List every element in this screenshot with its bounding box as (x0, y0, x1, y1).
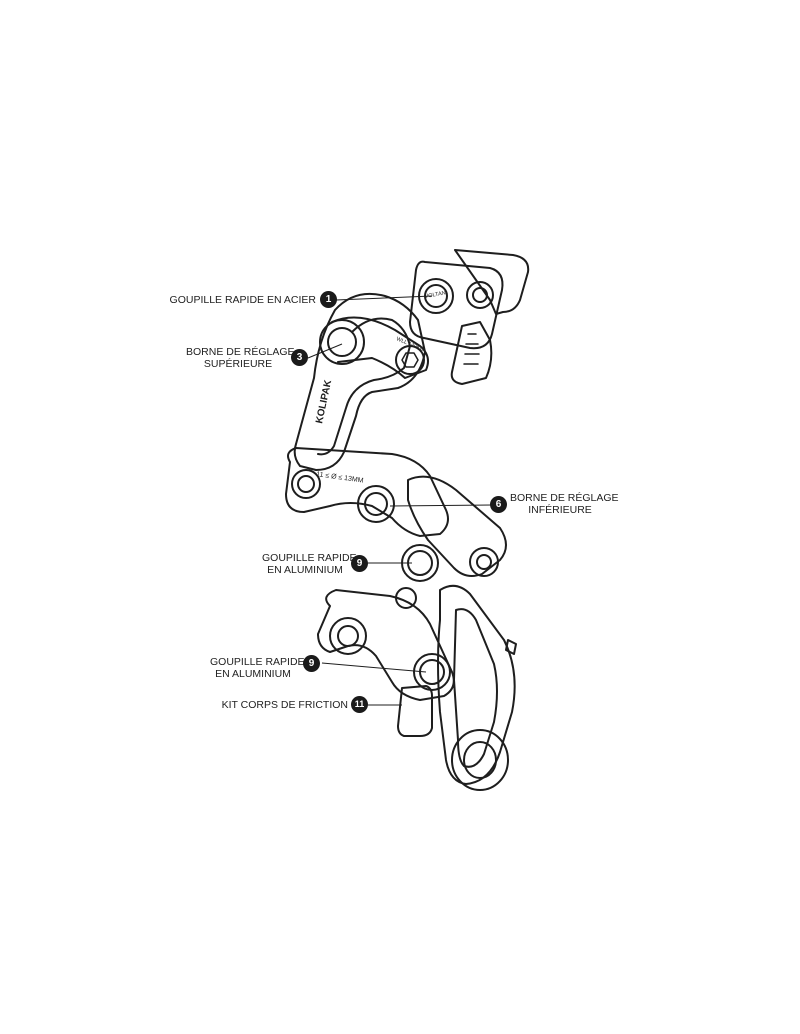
top-cam-gate (450, 321, 493, 385)
lower-adjust-knob-cap (364, 492, 388, 516)
upper-link-bar (331, 316, 429, 379)
leader-line-9b (321, 662, 427, 673)
side-logo-engraving: KOLIPAK (314, 378, 334, 424)
right-cam-body (407, 475, 507, 577)
upper-hex-socket (395, 345, 425, 375)
top-plate-rosette (466, 281, 494, 309)
upper-adjust-knob-cap (327, 327, 357, 357)
lower-plate-left-hole-inner (337, 625, 359, 647)
right-cam-pivot-inner (476, 554, 492, 570)
friction-body (397, 685, 433, 737)
callout-marker-1: 1 (320, 291, 337, 308)
callout-label-aluminium-quick-pin-lower: GOUPILLE RAPIDE EN ALUMINIUM (210, 656, 305, 680)
side-nub (505, 639, 517, 655)
callout-marker-9-upper: 9 (351, 555, 368, 572)
leader-line-3 (307, 343, 343, 359)
lower-plate-outer (317, 589, 455, 701)
brand-engraving: VOLTAN (424, 290, 446, 300)
top-plate-rosette-inner (472, 287, 488, 303)
lower-quick-pin (413, 653, 451, 691)
upper-arch-inner (317, 317, 411, 456)
gate-range-engraving: 11 ≤ Ø ≤ 13MM (316, 471, 364, 485)
lower-adjust-knob (357, 485, 395, 523)
right-lower-slot (453, 608, 498, 768)
right-lower-plate (437, 584, 516, 785)
callout-marker-11: 11 (351, 696, 368, 713)
upper-hex (401, 352, 419, 368)
callout-marker-6: 6 (490, 496, 507, 513)
bottom-eye-inner (463, 741, 497, 779)
top-rear-plate (454, 249, 530, 315)
upper-adjust-knob (319, 319, 365, 365)
top-cam-teeth (463, 333, 480, 365)
callout-label-lower-adjust-terminal: BORNE DE RÉGLAGE INFÉRIEURE (510, 492, 619, 516)
upper-arch-outer (293, 292, 426, 471)
mid-plate-left-hole (291, 469, 321, 499)
top-front-plate (409, 260, 504, 350)
callout-marker-9-lower: 9 (303, 655, 320, 672)
leader-line-6 (389, 504, 493, 507)
lower-plate-left-hole (329, 617, 367, 655)
callout-label-aluminium-quick-pin-upper: GOUPILLE RAPIDE EN ALUMINIUM (262, 552, 357, 576)
top-plate-pin-hole (418, 278, 454, 314)
lower-quick-pin-inner (419, 659, 445, 685)
bottom-eye (451, 729, 509, 791)
mid-plate (285, 447, 449, 537)
leader-line-1 (335, 295, 433, 301)
callout-label-friction-body-kit: KIT CORPS DE FRICTION (221, 699, 348, 711)
mid-plate-left-hole-inner (297, 475, 315, 493)
callout-label-steel-quick-pin: GOUPILLE RAPIDE EN ACIER (169, 294, 316, 306)
callout-marker-3: 3 (291, 349, 308, 366)
right-cam-pivot (469, 547, 499, 577)
callout-label-upper-adjust-terminal: BORNE DE RÉGLAGE SUPÉRIEURE (186, 346, 295, 370)
